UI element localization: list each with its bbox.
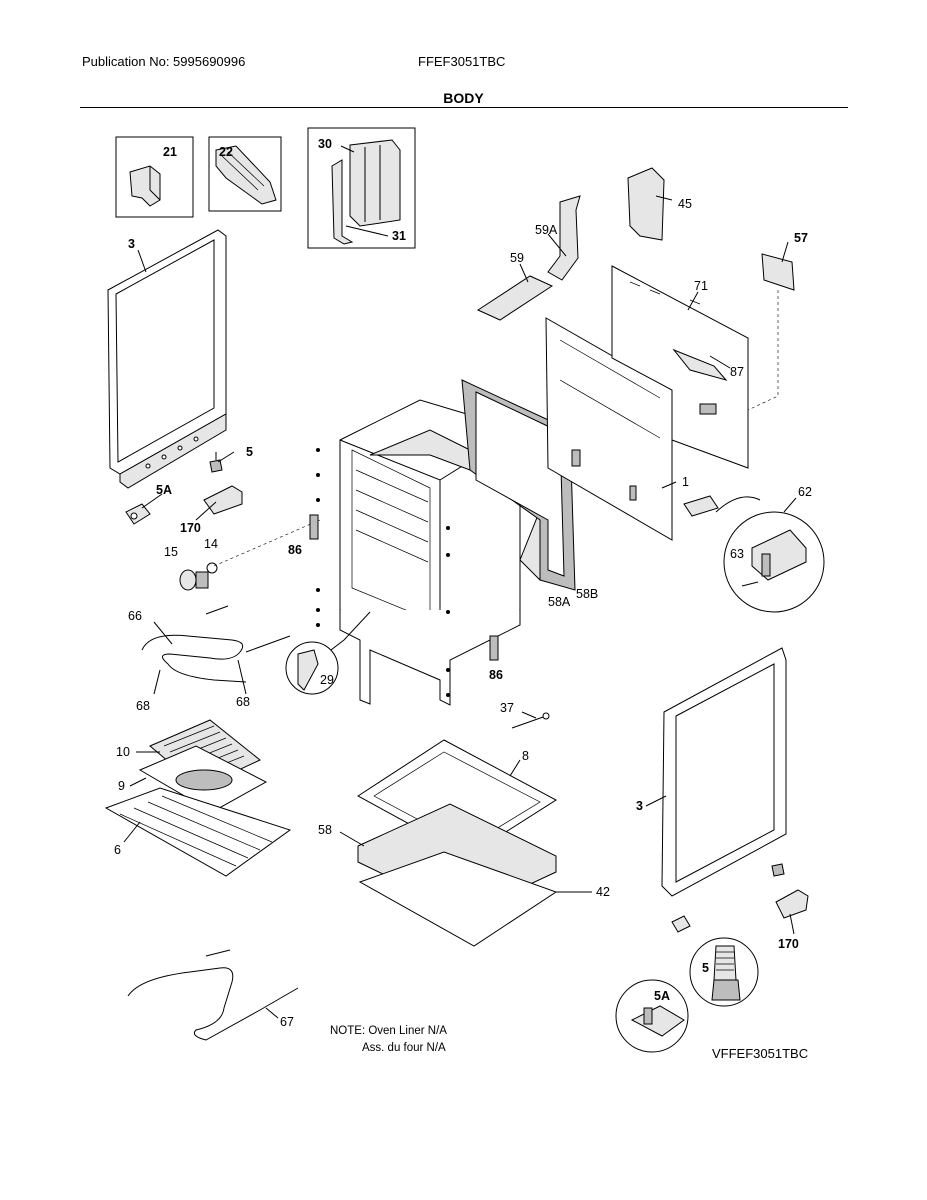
inset-box-30-31 [307,127,416,249]
leg-base-right [671,915,691,933]
door-side-panel-right [661,647,787,897]
callout-66: 66 [128,609,142,623]
callout-5a-left: 5A [156,483,172,497]
callout-67: 67 [280,1015,294,1029]
wire-37 [511,712,550,729]
callout-42: 42 [596,885,610,899]
anti-tip-bracket-right [775,889,809,919]
leader-lines [123,145,797,1019]
leveling-leg-detail [689,937,759,1007]
callout-6: 6 [114,843,121,857]
callout-15: 15 [164,545,178,559]
hinge-receptacle-left [309,514,319,540]
clip-detail-29 [285,641,339,695]
vent-59a [547,195,581,281]
leveling-leg-right [771,863,785,877]
broil-element-66 [141,605,291,683]
hinge-receptacle-right [489,635,499,661]
callout-170-right: 170 [778,937,799,951]
callout-9: 9 [118,779,125,793]
inset-box-21 [115,136,194,218]
callout-30: 30 [318,137,332,151]
callout-71: 71 [694,279,708,293]
bake-element-67 [127,949,299,1041]
lamp-assembly [179,519,321,591]
callout-10: 10 [116,745,130,759]
callout-31: 31 [392,229,406,243]
frame-screws [316,448,450,697]
callout-170-left: 170 [180,521,201,535]
callout-37: 37 [500,701,514,715]
anti-tip-bracket-left [203,485,243,515]
callout-58: 58 [318,823,332,837]
callout-86-right: 86 [489,668,503,682]
callout-14: 14 [204,537,218,551]
vent-59 [476,275,554,321]
callout-3-left: 3 [128,237,135,251]
model-number: FFEF3051TBC [418,54,506,69]
callout-57: 57 [794,231,808,245]
callout-68-right: 68 [236,695,250,709]
note-line-1: NOTE: Oven Liner N/A [330,1025,447,1037]
callout-45: 45 [678,197,692,211]
callout-8: 8 [522,749,529,763]
callout-3-right: 3 [636,799,643,813]
terminal-block-small [683,495,719,517]
cover-plate-57 [761,253,795,291]
door-side-panel-left [107,229,227,489]
inset-box-22 [208,136,282,212]
terminal-block-detail [723,511,825,613]
vent-duct-45 [627,167,665,241]
back-cover-71 [611,265,749,469]
diagram-code: VFFEF3051TBC [712,1046,808,1061]
header-rule [80,107,848,108]
callout-5a-right: 5A [654,989,670,1003]
callout-5-left: 5 [246,445,253,459]
leader-57 [747,290,779,411]
callout-58b: 58B [576,587,598,601]
callout-29: 29 [320,673,334,687]
section-title: BODY [443,90,484,106]
callout-63: 63 [730,547,744,561]
callout-58a: 58A [548,595,571,609]
callout-62: 62 [798,485,812,499]
callout-68-left: 68 [136,699,150,713]
leg-base-left [125,503,151,525]
callout-5-right: 5 [702,961,709,975]
callout-21: 21 [163,145,177,159]
leveling-leg-left [209,452,223,473]
callout-1: 1 [682,475,689,489]
callout-87: 87 [730,365,744,379]
callout-59: 59 [510,251,524,265]
oven-rack-6 [104,787,292,877]
note-line-2: Ass. du four N/A [362,1042,446,1054]
publication-number: Publication No: 5995690996 [82,54,246,69]
callout-86-left: 86 [288,543,302,557]
leg-base-detail [615,979,689,1053]
detail-arrow-62 [715,496,761,513]
callout-59a: 59A [535,223,558,237]
callout-22: 22 [219,145,233,159]
